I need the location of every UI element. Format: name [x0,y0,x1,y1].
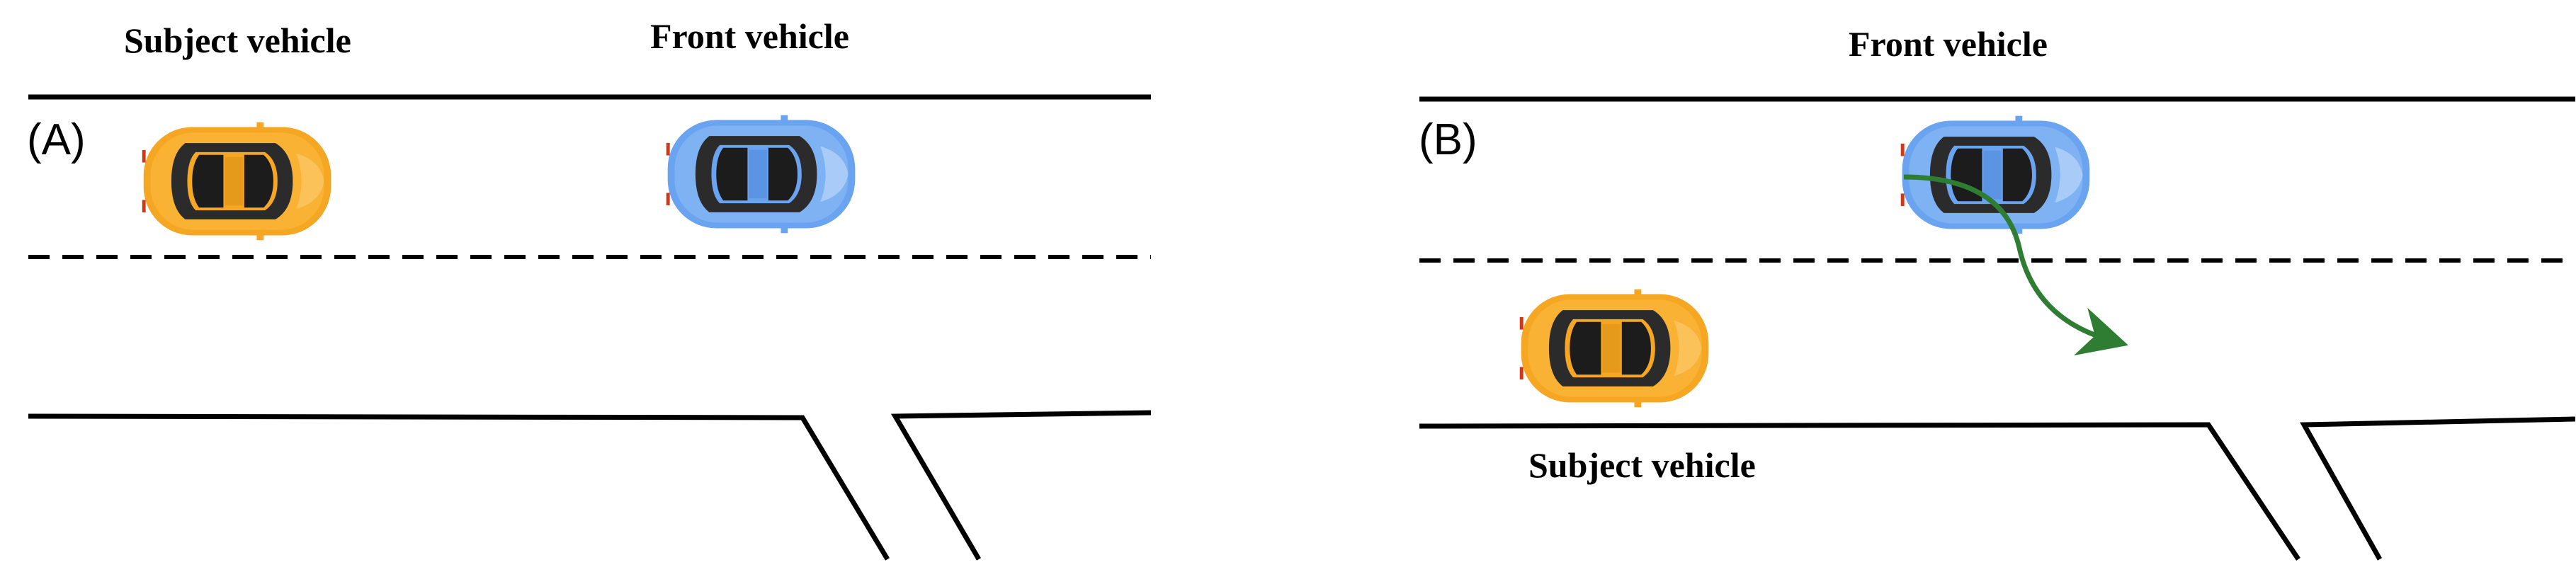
lane-change-trajectory [1903,174,2128,356]
road-scene-a [28,94,1152,561]
road-scene-b [1419,96,2575,561]
road-bottom-edge-left [1419,422,2300,561]
subject-vehicle-car [142,122,331,241]
panel-letter-b: (B) [1419,115,1477,164]
panel-letter-a: (A) [27,115,86,164]
subject-vehicle-label: Subject vehicle [1528,445,1756,485]
subject-vehicle-car [1519,289,1709,408]
road-bottom-edge-left [28,413,890,561]
panel-a: (A) Subject vehicle Front vehicle [27,16,1152,561]
front-vehicle-label: Front vehicle [650,16,849,56]
front-vehicle-car [1900,115,2090,234]
front-vehicle-car [666,115,856,234]
panel-b: (B) Front vehicle Subject vehicle [1288,0,2575,567]
subject-vehicle-label: Subject vehicle [124,21,351,60]
front-vehicle-label: Front vehicle [1849,24,2048,64]
road-bottom-edge-right [2300,416,2575,561]
road-bottom-edge-right [890,410,1152,561]
